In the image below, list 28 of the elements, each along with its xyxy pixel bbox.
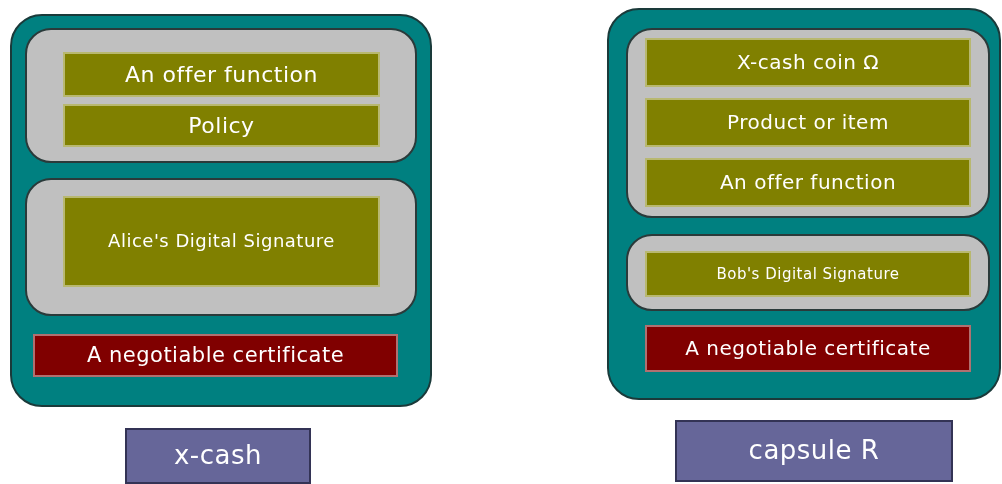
field-bar — [63, 52, 380, 97]
field-bar — [645, 98, 971, 147]
capsule-panel — [10, 14, 432, 407]
field-bar — [645, 251, 971, 297]
section-panel — [25, 28, 417, 163]
field-bar — [63, 104, 380, 147]
certificate-bar — [33, 334, 398, 377]
section-panel — [626, 234, 990, 311]
caption-box — [675, 420, 953, 482]
box-label: A negotiable certificate — [86, 342, 345, 370]
section-panel — [25, 178, 417, 316]
box-label: A negotiable certificate — [685, 335, 931, 362]
box-label: X-cash coin Ω — [736, 49, 880, 76]
field-bar — [645, 38, 971, 87]
box-label: x-cash — [174, 439, 262, 473]
box-label: An offer function — [125, 60, 318, 89]
box-label: capsule R — [748, 434, 880, 468]
field-bar — [63, 196, 380, 287]
section-panel — [626, 28, 990, 218]
box-label: Product or item — [727, 109, 889, 136]
box-label: Alice's Digital Signature — [108, 229, 335, 254]
box-label: Bob's Digital Signature — [716, 263, 900, 285]
field-bar — [645, 158, 971, 207]
capsule-panel — [607, 8, 1001, 400]
box-label: Policy — [188, 111, 255, 140]
caption-box — [125, 428, 311, 484]
box-label: An offer function — [719, 169, 897, 196]
certificate-bar — [645, 325, 971, 372]
